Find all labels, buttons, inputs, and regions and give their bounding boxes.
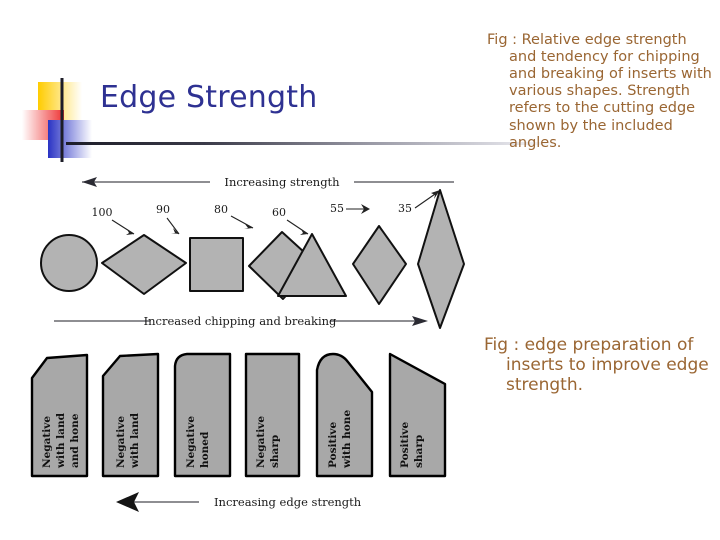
figure-top-caption-body: strength and tendency for chipping and b… (509, 32, 712, 151)
figure-bottom-caption: Fig : edge preparation of inserts to imp… (484, 335, 712, 395)
insert-label: with land (129, 412, 141, 469)
title-underline-rule (66, 142, 558, 145)
insert-positive-with-hone: Positive with hone (315, 352, 374, 478)
wide-diamond-insert (101, 234, 187, 295)
insert-negative-with-land-and-hone: Negative with land and hone (30, 353, 89, 478)
insert-label: Negative (41, 416, 53, 468)
increased-chipping-axis: Increased chipping and breaking (54, 314, 428, 328)
increased-chipping-label: Increased chipping and breaking (144, 314, 337, 328)
triangle-insert (277, 233, 347, 297)
insert-negative-with-land: Negative with land (101, 352, 160, 478)
title-decoration (22, 78, 92, 162)
figure-top-caption: Fig : Relative edge strength and tendenc… (487, 32, 715, 152)
insert-label: sharp (269, 435, 281, 468)
figure-bottom-caption-body: preparation of inserts to improve edge s… (506, 335, 709, 396)
insert-label: Positive (327, 422, 339, 468)
angle-label-90: 90 (156, 203, 170, 216)
figure-bottom-caption-lead: Fig : edge (484, 335, 568, 355)
narrow-diamond-insert (417, 189, 465, 329)
increasing-strength-axis: Increasing strength (82, 175, 454, 189)
insert-label: Negative (255, 416, 267, 468)
figure-edge-preparation: Negative with land and hone Negative wit… (30, 352, 447, 512)
insert-label: Positive (399, 422, 411, 468)
insert-label: sharp (413, 435, 425, 468)
insert-negative-honed: Negative honed (173, 352, 232, 478)
angle-label-35: 35 (398, 202, 412, 215)
increasing-strength-label: Increasing strength (224, 175, 340, 189)
insert-label: honed (199, 431, 211, 468)
diamond-insert (352, 225, 407, 305)
insert-label: Negative (115, 416, 127, 468)
insert-label: and hone (69, 413, 81, 468)
angle-label-60: 60 (272, 206, 286, 219)
figure-top-caption-lead: Fig : Relative edge (487, 32, 621, 48)
insert-label: Negative (185, 416, 197, 468)
angle-label-55: 55 (330, 202, 344, 215)
circle-insert (40, 234, 98, 292)
angle-label-80: 80 (214, 203, 228, 216)
angle-labels: 100 90 80 60 55 35 (92, 190, 440, 235)
figure-insert-shapes: Increasing strength 100 90 80 60 55 35 (40, 175, 465, 329)
page-title: Edge Strength (100, 80, 318, 115)
arrow-left-head (116, 492, 139, 512)
arrow-left-head (82, 177, 97, 187)
insert-negative-sharp: Negative sharp (244, 352, 301, 478)
insert-label: with hone (341, 410, 353, 469)
insert-positive-sharp: Positive sharp (388, 352, 447, 478)
increasing-edge-strength-label: Increasing edge strength (214, 495, 362, 509)
angle-label-100: 100 (92, 206, 113, 219)
arrow-right-head (412, 316, 428, 326)
blue-square (48, 120, 92, 158)
increasing-edge-strength-axis: Increasing edge strength (116, 492, 362, 512)
square-insert (189, 237, 244, 292)
insert-label: with land (55, 412, 67, 469)
